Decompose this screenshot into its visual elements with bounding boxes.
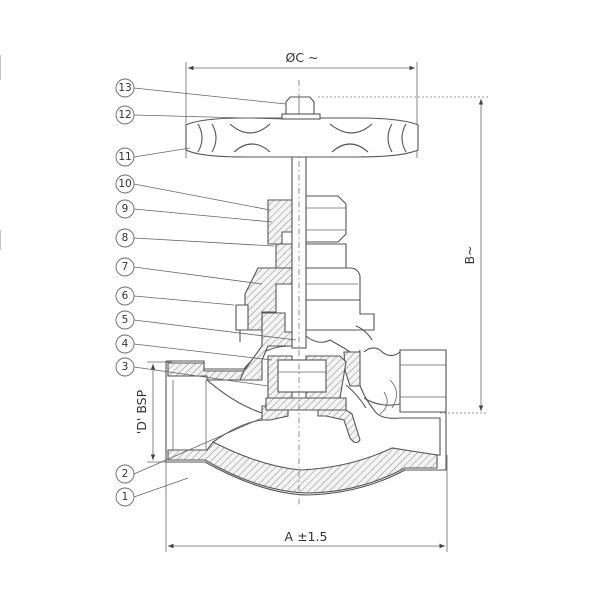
dimension-bottom-length: A ±1.5 xyxy=(165,455,448,552)
dimension-port-thread: 'D' BSP xyxy=(134,361,172,463)
balloon-10-label: 10 xyxy=(118,178,131,190)
dimension-height: B~ xyxy=(318,96,488,414)
dim-port-thread-label: 'D' BSP xyxy=(134,389,149,434)
balloon-4: 4 xyxy=(115,334,135,354)
balloon-13: 13 xyxy=(115,78,135,98)
balloon-10: 10 xyxy=(115,174,135,194)
balloon-5-label: 5 xyxy=(122,314,129,326)
balloon-12-label: 12 xyxy=(118,109,131,121)
balloon-12: 12 xyxy=(115,105,135,125)
balloon-11-label: 11 xyxy=(118,151,131,163)
balloon-1: 1 xyxy=(115,487,135,507)
balloon-7-label: 7 xyxy=(122,261,129,273)
dim-top-diameter-label: ØC ~ xyxy=(285,50,318,65)
balloon-11: 11 xyxy=(115,147,135,167)
balloon-3: 3 xyxy=(115,357,135,377)
balloon-8: 8 xyxy=(115,228,135,248)
balloon-9: 9 xyxy=(115,199,135,219)
balloon-7: 7 xyxy=(115,257,135,277)
dim-height-label: B~ xyxy=(462,245,477,264)
balloon-6-label: 6 xyxy=(122,290,129,302)
balloon-6: 6 xyxy=(115,286,135,306)
balloon-4-label: 4 xyxy=(122,338,129,350)
dim-bottom-length-label: A ±1.5 xyxy=(285,529,328,544)
balloon-9-label: 9 xyxy=(122,203,129,215)
balloon-8-label: 8 xyxy=(122,232,129,244)
balloon-5: 5 xyxy=(115,310,135,330)
balloon-2-label: 2 xyxy=(122,468,129,480)
handwheel xyxy=(185,96,419,158)
balloon-13-label: 13 xyxy=(118,82,131,94)
leader-lines xyxy=(133,87,297,498)
balloon-2: 2 xyxy=(115,464,135,484)
balloon-1-label: 1 xyxy=(122,491,129,503)
balloon-3-label: 3 xyxy=(122,361,129,373)
